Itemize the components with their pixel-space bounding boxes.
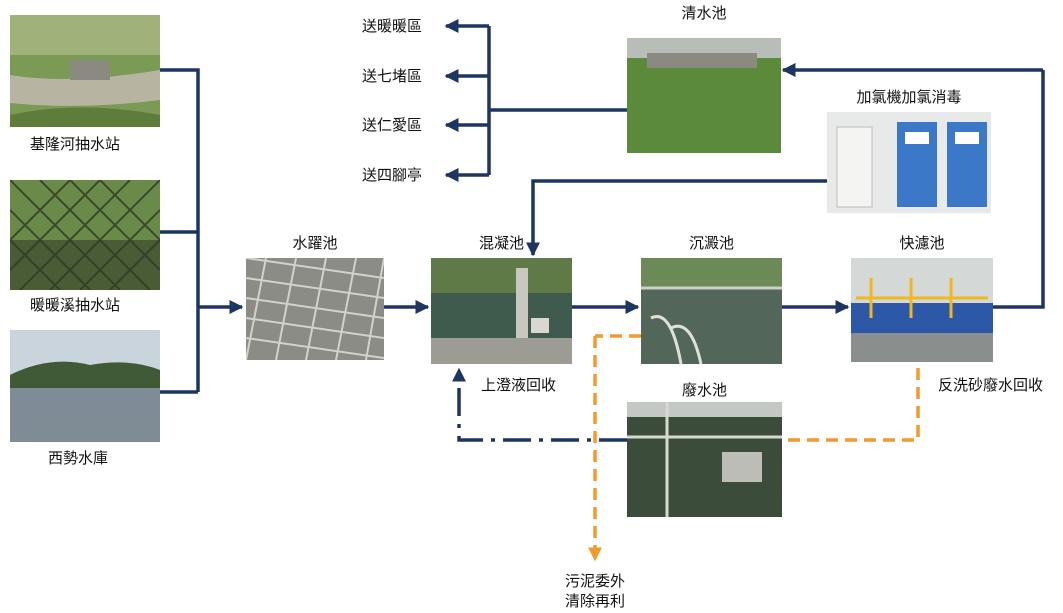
arrow-chlorine-to-coagulation <box>526 179 827 257</box>
note-backwash-recycle: 反洗砂廢水回收 <box>938 376 1044 394</box>
stage-label-intake: 水躍池 <box>292 234 338 252</box>
line-source-1 <box>160 68 200 392</box>
line-backwash-to-wastewater <box>784 368 920 442</box>
source-label-xishi-reservoir: 西勢水庫 <box>48 449 109 467</box>
destination-renai: 送仁愛區 <box>362 116 423 134</box>
sedimentation-basin-photo <box>641 258 782 364</box>
xishi-reservoir-photo <box>10 330 160 442</box>
keelung-river-station-photo <box>10 15 160 127</box>
note-supernatant-recycle: 上澄液回收 <box>481 376 557 394</box>
intake-basin-photo <box>246 258 384 360</box>
note-sludge-line-1: 污泥委外 <box>564 572 625 590</box>
source-label-nuannuan-creek: 暖暖溪抽水站 <box>30 296 121 314</box>
rapid-filter-photo <box>851 258 993 362</box>
coagulation-basin-photo <box>431 258 572 364</box>
stage-label-sedimentation: 沉澱池 <box>688 234 734 252</box>
source-label-keelung-river: 基隆河抽水站 <box>30 135 121 153</box>
stage-label-coagulation: 混凝池 <box>478 234 524 252</box>
line-filter-out <box>993 70 1045 309</box>
nuannuan-creek-station-photo <box>10 180 160 290</box>
destination-qidu: 送七堵區 <box>362 67 423 85</box>
chlorinator-photo <box>827 112 991 213</box>
arrow-supernatant-recycle <box>452 367 627 442</box>
note-sludge-line-2: 清除再利 <box>564 592 625 610</box>
wastewater-basin-photo <box>627 402 782 517</box>
stage-label-chlorine: 加氯機加氯消毒 <box>856 88 962 106</box>
stage-label-clearwell: 清水池 <box>681 4 727 22</box>
stage-label-filter: 快濾池 <box>899 234 945 252</box>
destination-nuannuan: 送暖暖區 <box>362 17 423 35</box>
destination-sijiaoting: 送四腳亭 <box>362 166 423 184</box>
clear-water-well-photo <box>627 38 781 153</box>
stage-label-wastewater: 廢水池 <box>681 381 727 399</box>
